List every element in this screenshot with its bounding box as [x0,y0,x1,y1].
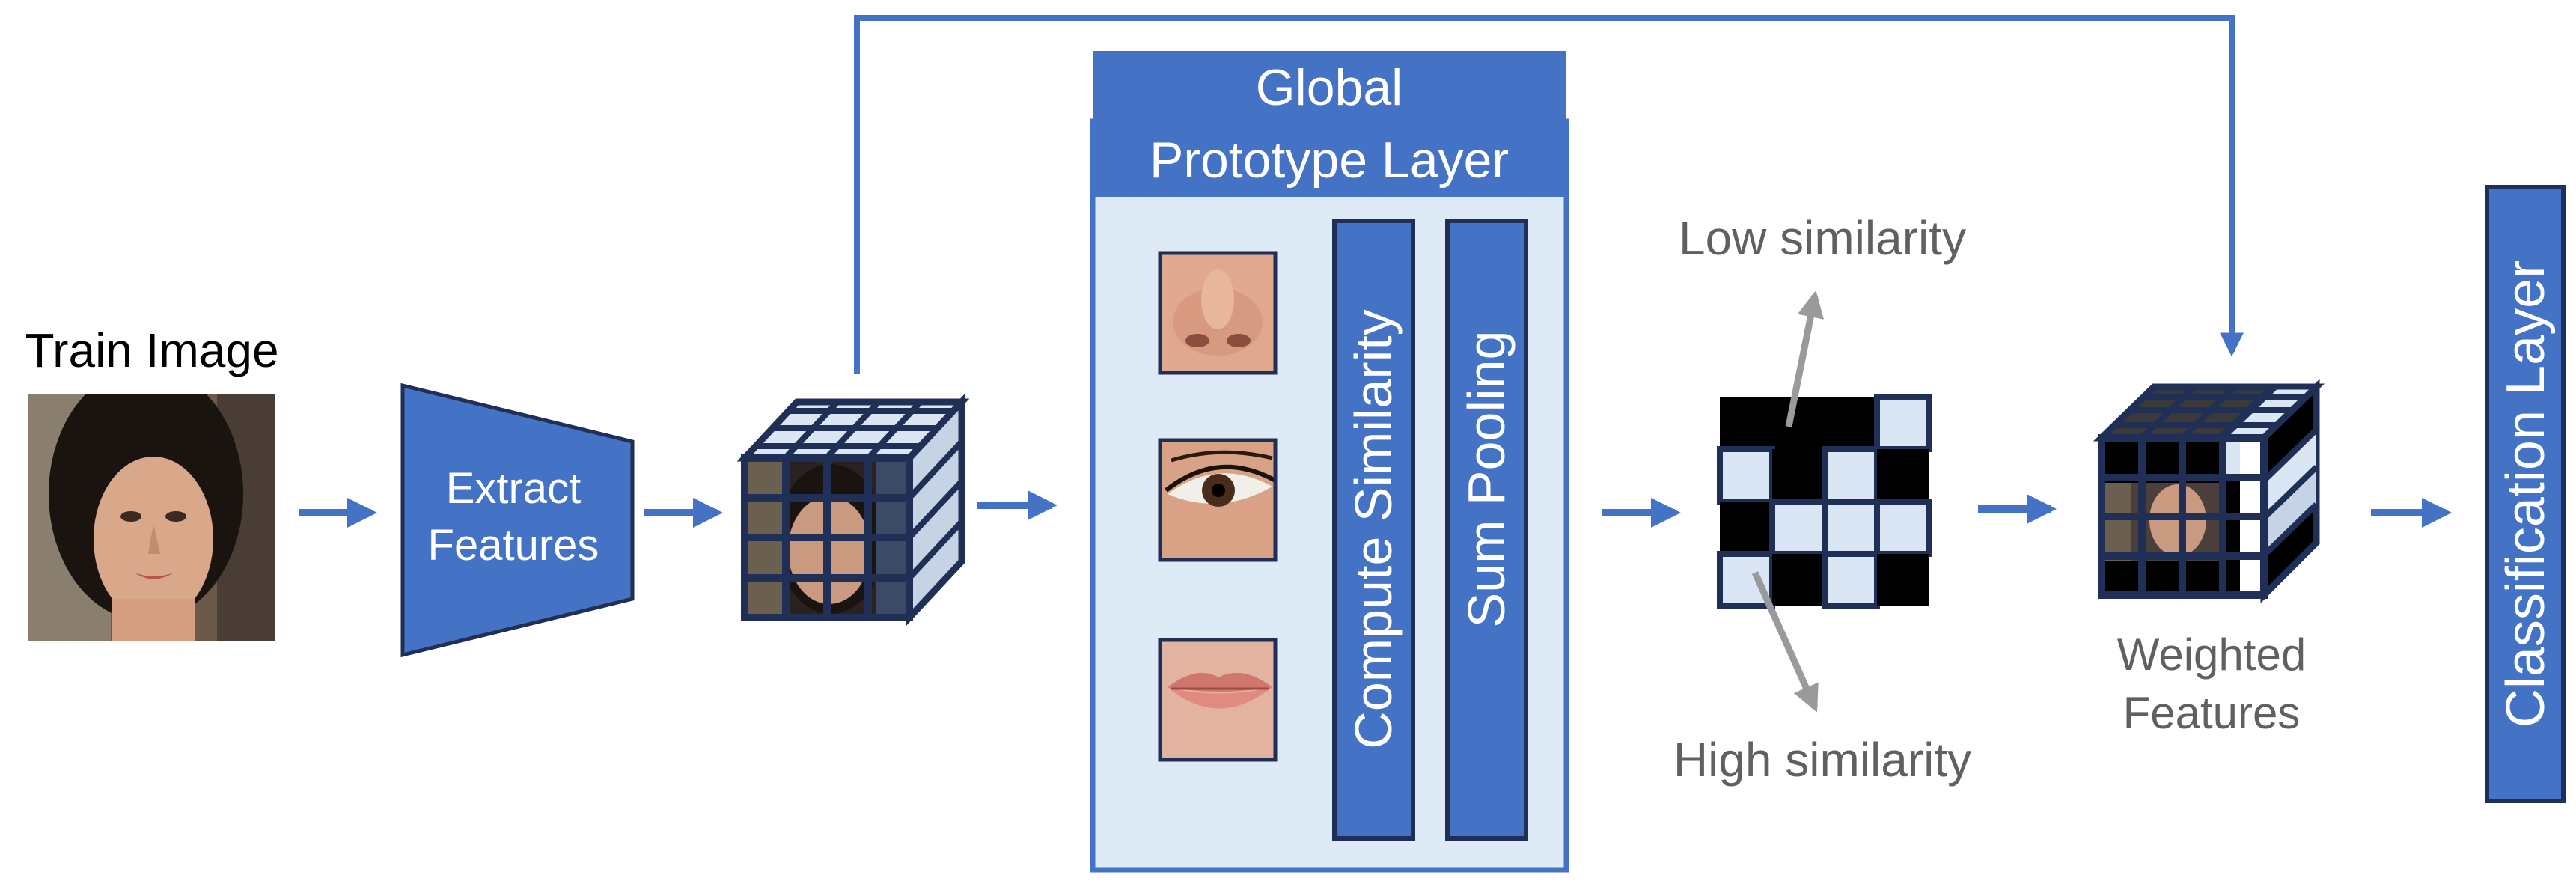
lips-patch-icon [1160,640,1275,760]
skip-connection-arrow [854,15,2244,374]
high-similarity-arrow [1751,571,1819,713]
nose-patch-icon [1160,253,1275,373]
train-image-title: Train Image [25,323,278,377]
high-similarity-cell [1874,499,1932,557]
compute-similarity-bar [1332,219,1415,841]
low-similarity-cell [1877,449,1929,502]
low-similarity-cell [1772,554,1825,606]
classification-layer-label: Classification Layer [2496,260,2556,728]
high-similarity-label: High similarity [1673,733,1971,787]
high-similarity-cell [1769,499,1828,557]
weighted-feature-cube [2093,379,2325,603]
low-similarity-arrow [1785,290,1825,427]
low-similarity-cell [1772,449,1825,502]
high-similarity-cell [1822,551,1880,609]
weighted-label-line2: Features [2123,688,2301,738]
high-similarity-cell [1874,394,1932,452]
classification-layer-bar [2485,185,2566,803]
extractor-label-line1: Extract [446,464,582,513]
feature-map-cube [736,393,970,627]
extractor-label-line2: Features [428,521,599,570]
high-similarity-cell [1822,499,1880,557]
prototype-layer-title-line2: Prototype Layer [1150,132,1509,189]
low-similarity-cell [1720,502,1772,554]
low-similarity-cell [1720,397,1772,449]
feature-extractor [400,382,635,658]
prototype-layer-title-line1: Global [1256,59,1403,116]
sum-pooling-label: Sum Pooling [1457,331,1516,628]
eye-patch-icon [1160,440,1275,560]
low-similarity-label: Low similarity [1679,211,1966,265]
high-similarity-cell [1822,446,1880,505]
low-similarity-cell [1877,554,1929,606]
low-similarity-cell [1772,397,1825,449]
weighted-label-line1: Weighted [2117,630,2306,680]
compute-similarity-label: Compute Similarity [1344,309,1403,749]
similarity-map [1717,394,1932,609]
prototype-layer-header [1093,51,1566,197]
face-photo-icon [28,394,275,641]
sum-pooling-bar [1445,219,1528,841]
low-similarity-cell [1825,397,1877,449]
high-similarity-cell [1717,446,1775,505]
